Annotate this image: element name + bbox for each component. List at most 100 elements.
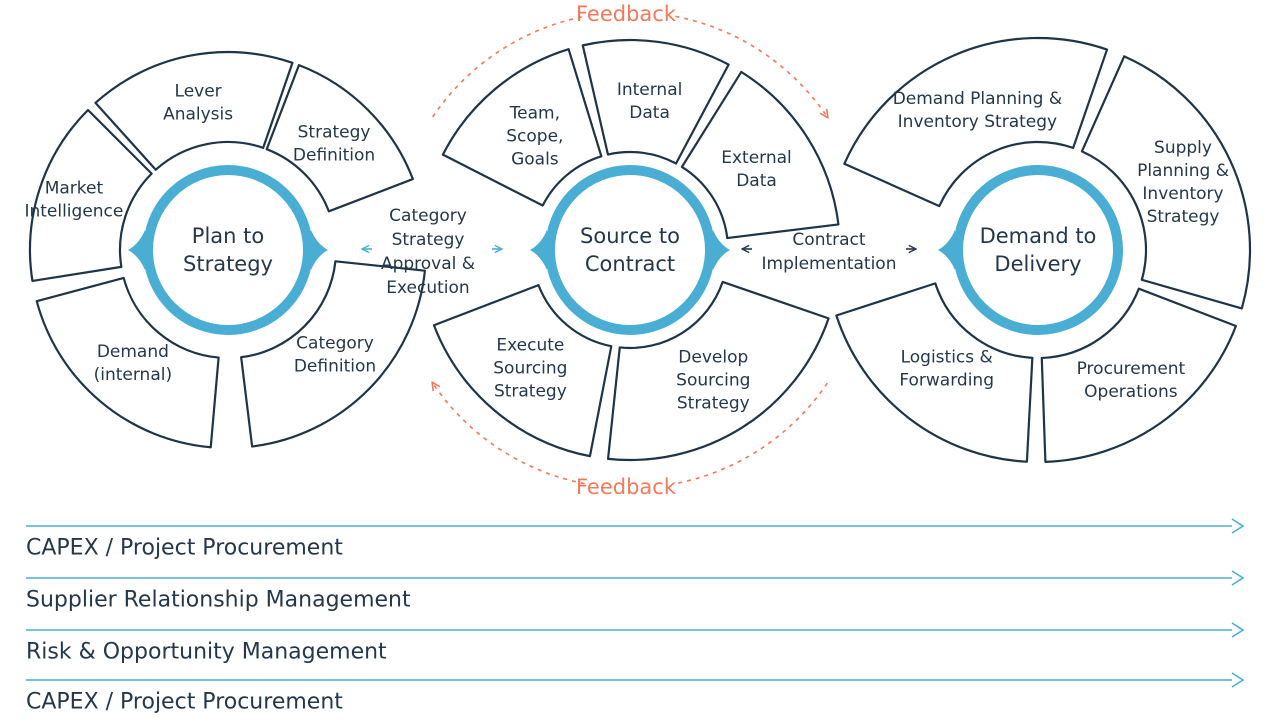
segment-label-line: Definition <box>293 145 375 165</box>
hub-title-line: Plan to <box>192 224 264 248</box>
wheel-2-segment[interactable] <box>680 70 840 240</box>
wheel-1-segment[interactable] <box>35 276 220 449</box>
lane-label: Supplier Relationship Management <box>26 588 411 613</box>
segment-label-line: Strategy <box>298 122 371 142</box>
feedback-bottom-label: Feedback <box>576 475 677 499</box>
segment-label: Demand Planning &Inventory Strategy <box>893 89 1062 132</box>
hub-pointer <box>938 230 955 270</box>
lane-arrow-icon <box>1231 570 1245 586</box>
feedback-arc <box>433 383 585 485</box>
segment-label-line: Strategy <box>677 394 750 414</box>
segment-label-line: Execute <box>496 336 564 356</box>
lane-arrow-icon <box>1231 622 1245 638</box>
lane-4: CAPEX / Project Procurement <box>26 672 1245 715</box>
segment-label-line: Forwarding <box>899 371 994 391</box>
segment-label-line: Market <box>45 178 104 198</box>
feedback-top-label: Feedback <box>576 2 677 26</box>
hub-ring <box>953 165 1123 335</box>
hub-title-line: Delivery <box>994 252 1081 276</box>
hub-ring <box>545 165 715 335</box>
wheel-3: Demand Planning &Inventory StrategySuppl… <box>835 36 1252 463</box>
wheel-1-segment[interactable] <box>28 108 153 283</box>
lane-3: Risk & Opportunity Management <box>26 622 1245 665</box>
hub-title: Source to Contract <box>580 224 680 276</box>
segment-label-line: Strategy <box>1147 207 1220 227</box>
segment-label-line: Supply <box>1154 138 1212 158</box>
segment-label-line: Strategy <box>494 382 567 402</box>
lane-label: CAPEX / Project Procurement <box>26 536 343 561</box>
wheel-3-segment[interactable] <box>835 282 1034 463</box>
wheel-3-segment[interactable] <box>1040 287 1238 463</box>
wheel-2-segment[interactable] <box>441 48 603 207</box>
segment-label-line: Intelligence <box>24 201 123 221</box>
connector-label-line: Execution <box>386 278 469 298</box>
segment-label-line: Planning & <box>1137 161 1229 181</box>
segment-label-line: Team, <box>509 104 560 124</box>
hub-title: Plan to Strategy <box>183 224 273 276</box>
feedback-arc <box>675 15 827 117</box>
lane-label: CAPEX / Project Procurement <box>26 690 343 715</box>
wheel-3-segment[interactable] <box>1080 55 1252 310</box>
segment-label: Team, Scope, Goals <box>506 104 563 170</box>
connector-label-line: Category <box>389 206 467 226</box>
lane-arrow-icon <box>1231 518 1245 534</box>
wheel-3-segment[interactable] <box>843 36 1109 208</box>
wheel-1-segment[interactable] <box>240 260 427 448</box>
segment-label-line: Procurement <box>1077 359 1186 379</box>
connector-label-line: Approval & <box>381 254 475 274</box>
wheel-2-segment[interactable] <box>432 284 613 458</box>
hub-title-line: Demand to <box>980 224 1097 248</box>
hub-pointer <box>713 230 730 270</box>
wheel-2-segment[interactable] <box>606 280 830 462</box>
segment-label-line: Logistics & <box>901 348 993 368</box>
segment-label-line: Data <box>736 171 777 191</box>
connector-label-line: Implementation <box>762 254 897 274</box>
hub-pointer <box>530 230 547 270</box>
segment-label-line: Sourcing <box>676 371 750 391</box>
segment-label-line: External <box>721 148 792 168</box>
segment-label-line: Demand <box>97 342 169 362</box>
segment-label-line: Lever <box>175 82 222 102</box>
hub-title-line: Source to <box>580 224 680 248</box>
connector-label-line: Strategy <box>392 230 465 250</box>
segment-label-line: Develop <box>678 348 748 368</box>
wheel-2-segment[interactable] <box>581 38 730 165</box>
hub-pointer <box>128 230 145 270</box>
segment-label-line: Goals <box>511 150 559 170</box>
feedback-arc <box>432 15 585 118</box>
hub-title-line: Strategy <box>183 252 273 276</box>
feedback-arc <box>675 382 828 485</box>
wheel-1-segment[interactable] <box>265 64 414 213</box>
segment-label-line: Internal <box>617 80 683 100</box>
wheel-1-segment[interactable] <box>94 50 294 171</box>
hub-title: Demand to Delivery <box>980 224 1097 276</box>
segment-label-line: Scope, <box>506 127 563 147</box>
segment-label-line: Inventory <box>1142 184 1223 204</box>
segment-label: Demand (internal) <box>94 342 173 385</box>
hub-pointer <box>311 230 328 270</box>
segment-label-line: Analysis <box>163 105 233 125</box>
segment-label-line: Operations <box>1084 382 1178 402</box>
segment-label-line: (internal) <box>94 365 173 385</box>
segment-label-line: Data <box>629 103 670 123</box>
hub-title-line: Contract <box>585 252 675 276</box>
segment-label-line: Category <box>296 334 374 354</box>
